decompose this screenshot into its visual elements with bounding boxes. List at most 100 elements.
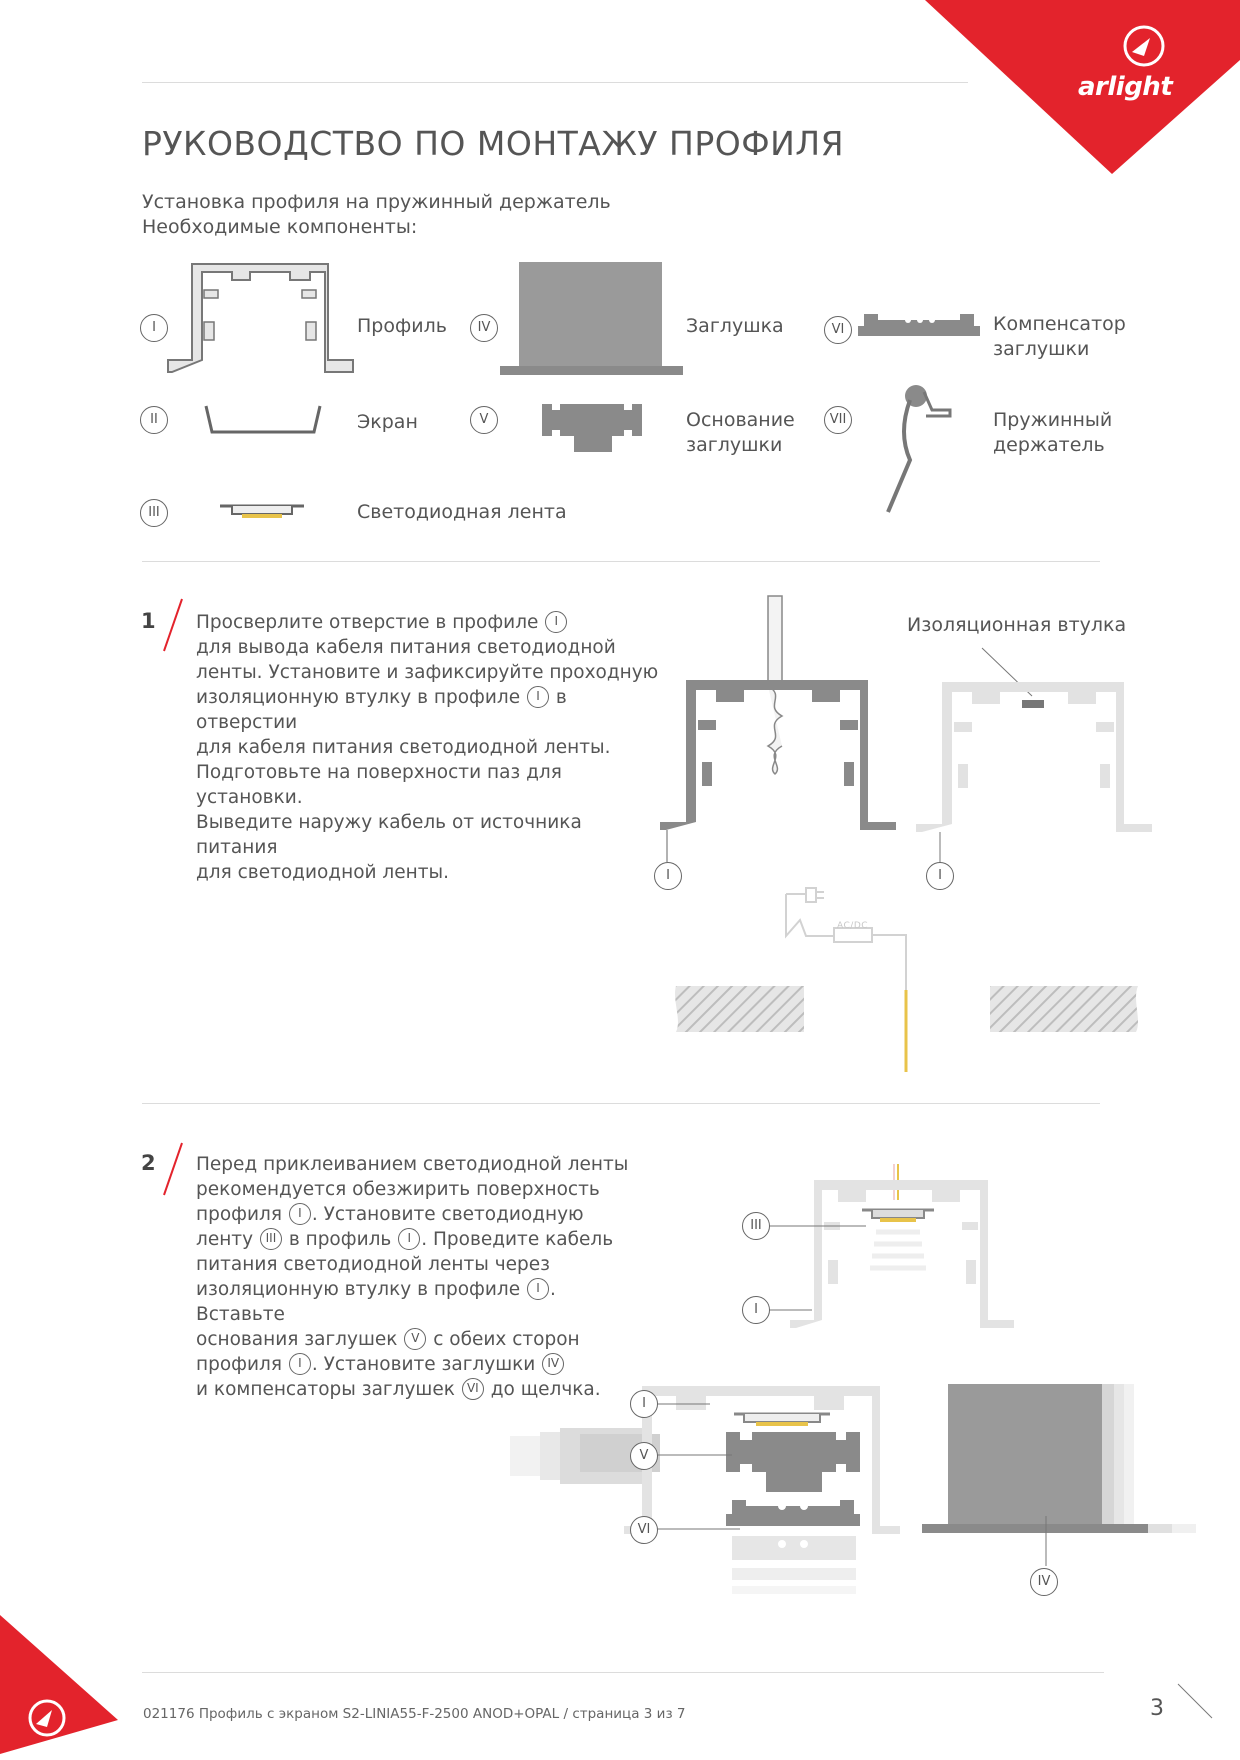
step-1-bushing-profile-drawing bbox=[916, 647, 1152, 864]
step-2-line-7b: с обеих сторон bbox=[433, 1329, 580, 1350]
step-1-instructions: Просверлите отверстие в профиле I для вы… bbox=[196, 610, 666, 885]
step-1-line-6: Подготовьте на поверхности паз для устан… bbox=[196, 762, 562, 808]
step-1-line-4a: изоляционную втулку в профиле bbox=[196, 687, 521, 708]
step-1-ref-i-2: I bbox=[527, 685, 549, 708]
step-2-marker-i-top: I bbox=[742, 1296, 770, 1324]
step-1-ref-i: I bbox=[545, 610, 568, 633]
step-1-line-4b: в отверстии bbox=[196, 687, 567, 733]
step-2-ref-iii: III bbox=[259, 1227, 282, 1250]
led-strip-drawing bbox=[220, 504, 304, 518]
step-1-drilled-profile-drawing bbox=[660, 595, 896, 862]
bushing-callout-label: Изоляционная втулка bbox=[907, 614, 1127, 636]
step-1-marker-right: I bbox=[926, 862, 954, 890]
step-1-number: 1 bbox=[141, 609, 156, 633]
brand-corner-bottom-left bbox=[0, 1615, 118, 1754]
step-2-line-4c: . Проведите кабель bbox=[421, 1229, 614, 1250]
step-2-line-6a: изоляционную втулку в профиле bbox=[196, 1279, 521, 1300]
mounting-surface-left bbox=[675, 986, 804, 1032]
step-2-ref-iv: IV bbox=[542, 1352, 565, 1375]
step-2-marker-iv: IV bbox=[1030, 1568, 1058, 1596]
component-label-profile: Профиль bbox=[357, 315, 447, 337]
page-number-slash-icon bbox=[1177, 1683, 1213, 1719]
step-2-line-1: Перед приклеиванием светодиодной ленты bbox=[196, 1154, 629, 1175]
step-2-ref-vi: VI bbox=[461, 1377, 484, 1400]
step-2-marker-i-bottom: I bbox=[630, 1390, 658, 1418]
step-2-line-7a: основания заглушек bbox=[196, 1329, 398, 1350]
component-label-end-cap-base-line-1: Основание bbox=[686, 409, 795, 431]
footer-rule bbox=[142, 1672, 1104, 1673]
step-2-ref-v: V bbox=[404, 1327, 427, 1350]
compensator-drawing bbox=[858, 314, 980, 336]
section-divider-2 bbox=[142, 1103, 1100, 1104]
component-label-end-cap-base-line-2: заглушки bbox=[686, 434, 783, 456]
spring-holder-drawing bbox=[886, 385, 952, 513]
component-marker-vi: VI bbox=[824, 316, 852, 344]
step-2-line-6b: . Вставьте bbox=[196, 1279, 556, 1325]
arlight-small-logo-icon bbox=[28, 1699, 66, 1737]
arlight-logo-text: arlight bbox=[1078, 72, 1173, 102]
step-2-slash-icon bbox=[163, 1142, 183, 1196]
step-2-line-9a: и компенсаторы заглушек bbox=[196, 1379, 455, 1400]
component-label-screen: Экран bbox=[357, 411, 418, 433]
step-1-line-2: для вывода кабеля питания светодиодной bbox=[196, 637, 616, 658]
end-cap-base-drawing bbox=[542, 404, 642, 452]
step-2-line-2: рекомендуется обезжирить поверхность bbox=[196, 1179, 600, 1200]
step-2-marker-vi: VI bbox=[630, 1516, 658, 1544]
step-2-line-4a: ленту bbox=[196, 1229, 254, 1250]
step-2-ref-i-4: I bbox=[288, 1352, 311, 1375]
subtitle-line-2: Необходимые компоненты: bbox=[142, 216, 418, 238]
step-1-slash-icon bbox=[163, 598, 183, 652]
step-1-marker-left: I bbox=[654, 862, 682, 890]
step-2-assembly-drawing bbox=[510, 1384, 1196, 1594]
component-label-end-cap-base: Основание заглушки bbox=[686, 408, 795, 458]
component-marker-v: V bbox=[470, 406, 498, 434]
component-label-compensator: Компенсатор заглушки bbox=[993, 312, 1126, 362]
component-marker-iii: III bbox=[140, 499, 168, 527]
step-2-line-3b: . Установите светодиодную bbox=[311, 1204, 584, 1225]
header-rule bbox=[142, 82, 968, 83]
step-1-line-8: для светодиодной ленты. bbox=[196, 862, 449, 883]
component-label-compensator-line-2: заглушки bbox=[993, 338, 1090, 360]
component-marker-i: I bbox=[140, 314, 168, 342]
step-2-ref-i-2: I bbox=[398, 1227, 421, 1250]
component-label-led-strip: Светодиодная лента bbox=[357, 501, 567, 523]
component-label-spring-holder-line-2: держатель bbox=[993, 434, 1105, 456]
page-title: РУКОВОДСТВО ПО МОНТАЖУ ПРОФИЛЯ bbox=[142, 124, 845, 163]
step-2-ref-i-3: I bbox=[527, 1277, 549, 1300]
brand-corner-top-right bbox=[925, 0, 1240, 174]
step-2-line-5: питания светодиодной ленты через bbox=[196, 1254, 550, 1275]
component-label-end-cap: Заглушка bbox=[686, 315, 784, 337]
subtitle-line-1: Установка профиля на пружинный держатель bbox=[142, 191, 611, 213]
step-2-number: 2 bbox=[141, 1151, 156, 1175]
component-label-spring-holder-line-1: Пружинный bbox=[993, 409, 1113, 431]
footer-text: 021176 Профиль с экраном S2-LINIA55-F-25… bbox=[143, 1706, 686, 1722]
step-2-marker-v: V bbox=[630, 1442, 658, 1470]
step-1-line-3: ленты. Установите и зафиксируйте проходн… bbox=[196, 662, 659, 683]
end-cap-drawing bbox=[500, 262, 683, 375]
step-2-line-8b: . Установите заглушки bbox=[311, 1354, 536, 1375]
screen-drawing bbox=[204, 405, 322, 434]
step-2-ref-i-1: I bbox=[288, 1202, 311, 1225]
step-1-line-7: Выведите наружу кабель от источника пита… bbox=[196, 812, 582, 858]
step-2-line-3a: профиля bbox=[196, 1204, 282, 1225]
mounting-surface-right bbox=[990, 986, 1138, 1032]
step-2-instructions: Перед приклеиванием светодиодной ленты р… bbox=[196, 1152, 646, 1402]
page-subtitle: Установка профиля на пружинный держатель… bbox=[142, 190, 611, 240]
component-label-compensator-line-1: Компенсатор bbox=[993, 313, 1126, 335]
page-number: 3 bbox=[1150, 1696, 1164, 1721]
arlight-logo-icon bbox=[1123, 25, 1165, 67]
component-label-spring-holder: Пружинный держатель bbox=[993, 408, 1112, 458]
step-2-line-4b: в профиль bbox=[288, 1229, 392, 1250]
step-2-marker-iii: III bbox=[742, 1212, 770, 1240]
power-supply-cable-drawing bbox=[785, 887, 908, 1072]
section-divider-1 bbox=[142, 561, 1100, 562]
component-marker-iv: IV bbox=[470, 314, 498, 342]
step-2-led-insert-drawing bbox=[758, 1164, 1014, 1328]
component-marker-ii: II bbox=[140, 406, 168, 434]
psu-label: AC/DC bbox=[837, 921, 869, 931]
step-1-line-1: Просверлите отверстие в профиле bbox=[196, 612, 539, 633]
step-1-line-5: для кабеля питания светодиодной ленты. bbox=[196, 737, 611, 758]
component-marker-vii: VII bbox=[824, 406, 852, 434]
step-2-line-9b: до щелчка. bbox=[490, 1379, 601, 1400]
profile-drawing bbox=[167, 263, 354, 373]
